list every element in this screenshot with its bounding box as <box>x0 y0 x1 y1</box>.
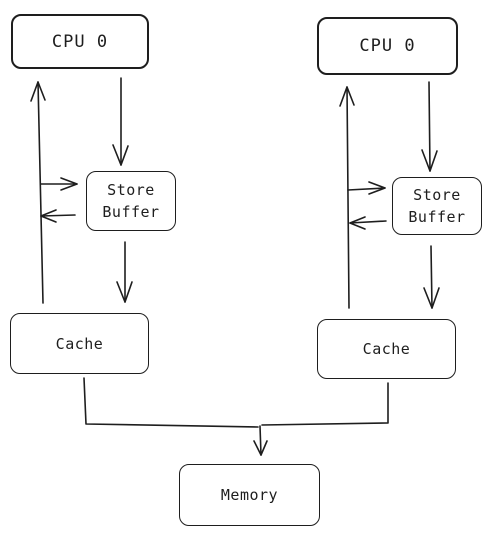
store-buffer-box-left: Store Buffer <box>86 171 176 231</box>
store-buffer-left-label: Store Buffer <box>102 181 160 221</box>
arrow-cpu-right-into-buffer-right <box>347 181 386 195</box>
arrow-buffer-left-back-to-cpu-left <box>40 209 76 223</box>
cache-box-left: Cache <box>10 313 149 374</box>
arrow-cache-left-to-cpu-left <box>30 81 46 304</box>
memory-box: Memory <box>179 464 320 526</box>
arrow-cpu-right-to-buffer-right <box>421 81 438 172</box>
arrow-buffer-right-to-cache-right <box>423 245 440 309</box>
arrow-cache-right-to-cpu-right <box>339 86 355 309</box>
cpu-box-right: CPU 0 <box>317 17 458 75</box>
arrow-buffer-left-to-cache-left <box>116 241 133 303</box>
cpu-right-label: CPU 0 <box>359 36 416 56</box>
store-buffer-box-right: Store Buffer <box>392 177 482 235</box>
arrow-cpu-left-into-buffer-left <box>40 177 78 191</box>
cpu-box-left: CPU 0 <box>11 14 149 69</box>
arrow-bus-to-memory <box>253 425 268 456</box>
arrow-cpu-left-to-buffer-left <box>112 77 129 166</box>
cache-left-label: Cache <box>55 334 104 353</box>
cpu-left-label: CPU 0 <box>51 31 109 52</box>
cache-right-label: Cache <box>362 340 411 358</box>
store-buffer-right-label: Store Buffer <box>408 186 466 226</box>
bus-cache-left-to-memory <box>83 377 259 428</box>
cache-box-right: Cache <box>317 319 456 379</box>
memory-label: Memory <box>220 486 279 504</box>
arrow-buffer-right-back-to-cpu-right <box>349 216 387 230</box>
bus-cache-right-to-memory <box>261 382 389 426</box>
